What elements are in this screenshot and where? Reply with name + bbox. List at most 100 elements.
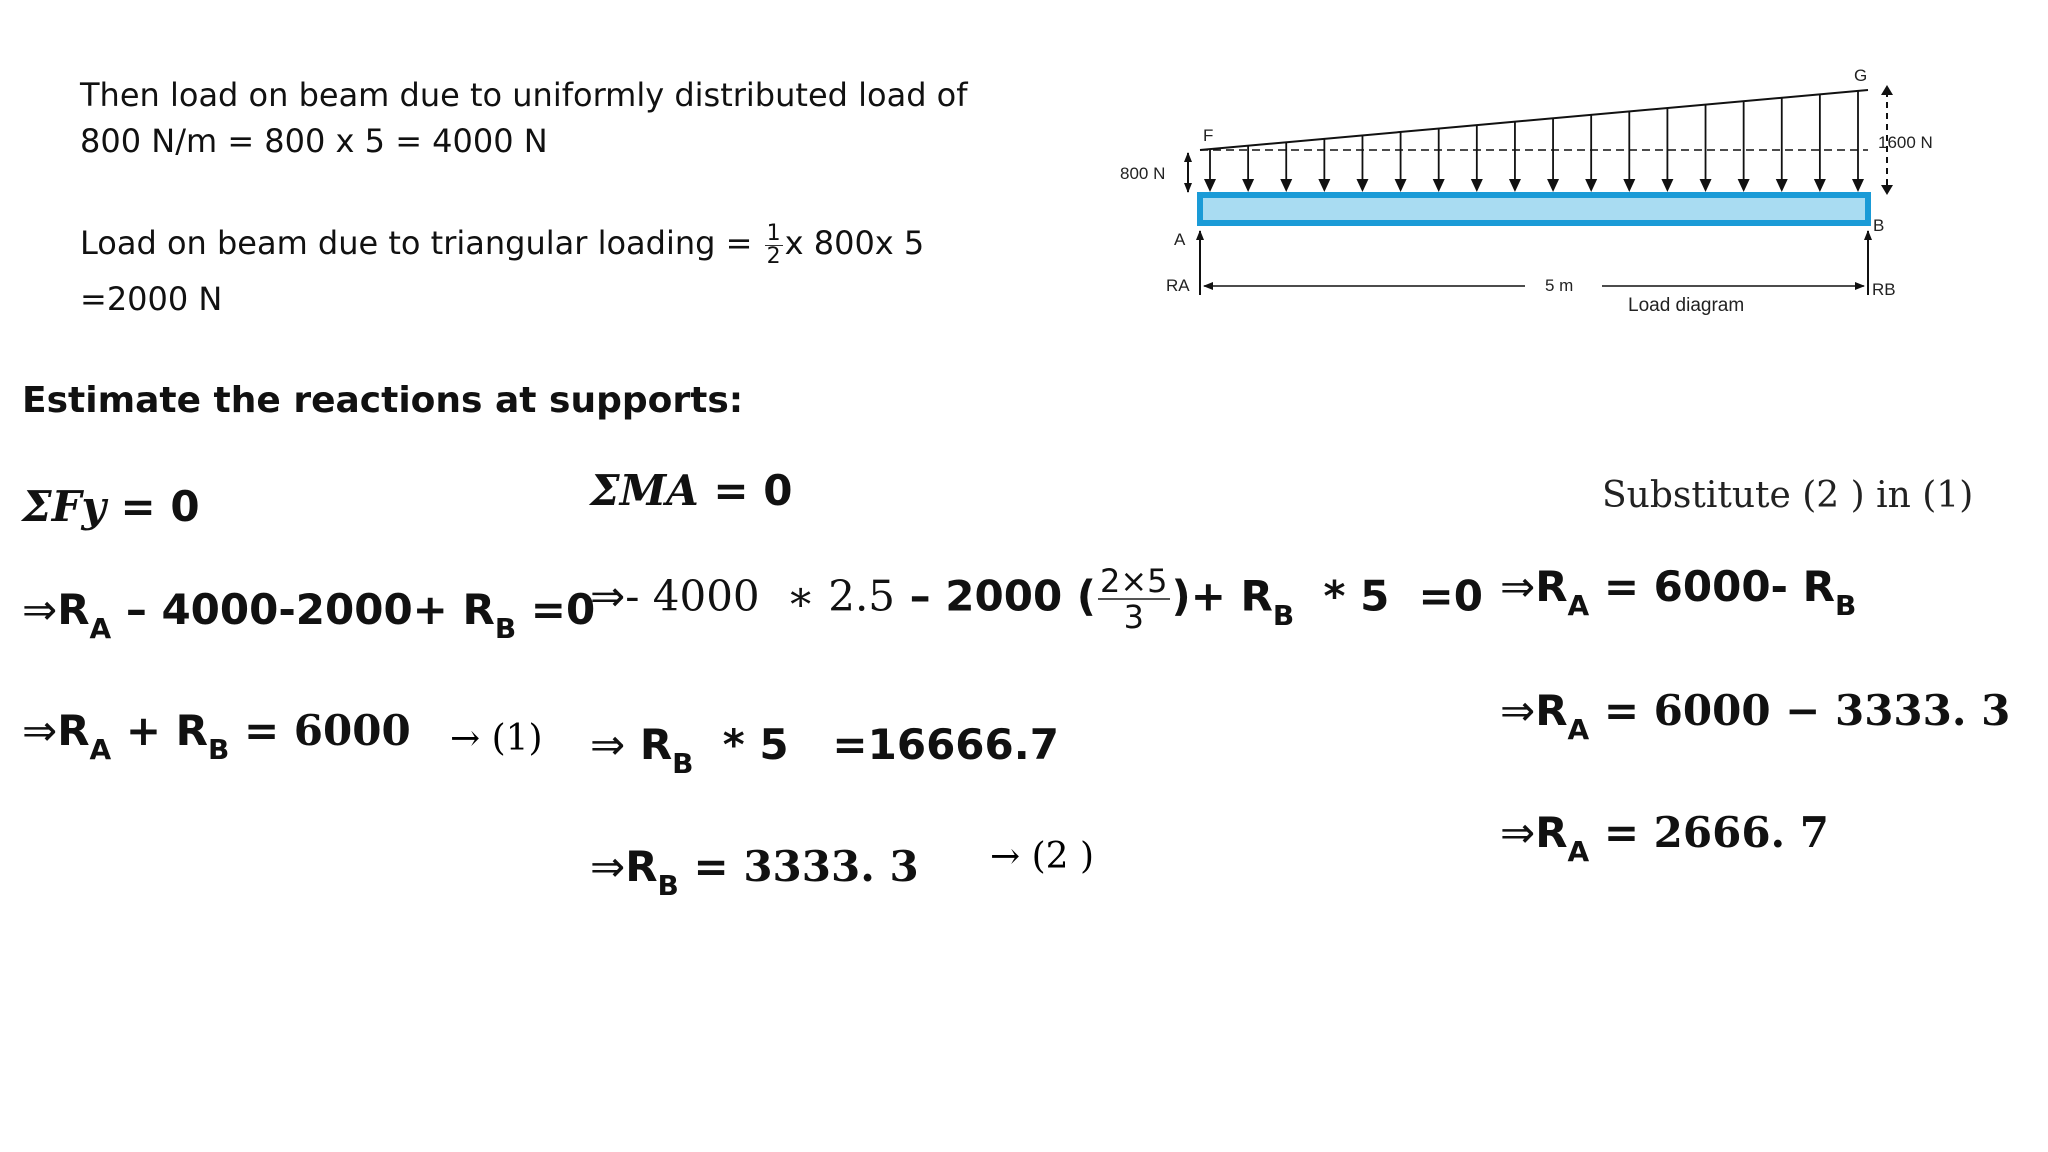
moment-term-udl: - 4000 ∗ 2.5 (625, 571, 896, 621)
equals-sign: = (1589, 562, 1654, 611)
ra-subscript: A (89, 612, 112, 645)
vertical-equation-1: ⇒RA – 4000-2000+ RB =0 (22, 585, 596, 645)
rb-symbol: R (1240, 571, 1273, 621)
triangular-load-prefix: Load on beam due to triangular loading = (80, 224, 753, 262)
fraction-numerator: 2×5 (1098, 562, 1170, 600)
sum-ma-symbol: ΣMA (590, 466, 699, 515)
load-arrow-head (1699, 179, 1712, 192)
implies-arrow: ⇒ (1500, 808, 1536, 857)
moment-eq2-tail: * 5 =16666.7 (693, 720, 1059, 769)
implies-arrow: ⇒ (590, 842, 626, 891)
rb-subscript: B (208, 733, 230, 766)
load-arrow-head (1394, 179, 1407, 192)
ra-equation-1: ⇒RA = 6000- RB (1500, 562, 1856, 622)
udl-text-line1: Then load on beam due to uniformly distr… (80, 76, 968, 114)
triangular-load-result: =2000 N (80, 280, 223, 318)
sum-fy-symbol: ΣFy (22, 482, 106, 531)
point-b-label: B (1873, 216, 1884, 235)
rb-subscript: B (494, 612, 517, 645)
right-load-label: 1600 N (1878, 133, 1933, 152)
load-arrow-head (1813, 179, 1826, 192)
moment-term-tri-end: )+ (1171, 571, 1241, 621)
triangular-load-text: Load on beam due to triangular loading =… (80, 220, 924, 268)
sum-ma-equals: = 0 (713, 466, 793, 515)
ra-subscript: A (1567, 713, 1590, 746)
rb-subscript: B (672, 747, 694, 780)
load-arrow-head (1242, 179, 1255, 192)
udl-text-line2: 800 N/m = 800 x 5 = 4000 N (80, 122, 548, 160)
vertical-eq1-tail: =0 (516, 585, 596, 634)
left-load-label: 800 N (1120, 164, 1165, 183)
vertical-equation-2: ⇒RA + RB = 6000 (22, 706, 411, 766)
moment-term-tri-start: – 2000 ( (895, 571, 1096, 621)
ra-symbol: R (57, 585, 90, 634)
ra-subscript: A (1567, 589, 1590, 622)
load-arrow-head (1661, 179, 1674, 192)
equation-ref-2: → (2 ) (990, 836, 1095, 877)
load-arrow-head (1585, 179, 1598, 192)
implies-arrow: ⇒ (22, 585, 58, 634)
rb-symbol: R (175, 706, 208, 755)
rb-subscript: B (1834, 589, 1857, 622)
rb-symbol: R (639, 720, 673, 769)
ra-subscript: A (89, 733, 112, 766)
plus-sign: + (111, 706, 176, 755)
half-fraction-num: 1 (764, 220, 783, 246)
ra-equation-2: ⇒RA = 6000 − 3333. 3 (1500, 686, 2011, 746)
load-arrow-head (1432, 179, 1445, 192)
moment-equation-2: ⇒ RB * 5 =16666.7 (590, 720, 1059, 780)
ra-value: 2666. 7 (1653, 808, 1830, 857)
right-load-arrow-top (1881, 85, 1893, 95)
load-arrows (1204, 90, 1864, 192)
rb-symbol: R (462, 585, 495, 634)
span-label: 5 m (1545, 276, 1573, 295)
moment-eq1-tail: * 5 =0 (1294, 571, 1483, 621)
rb-value: 3333. 3 (743, 842, 919, 891)
load-arrow-head (1775, 179, 1788, 192)
sum-ma-equation: ΣMA = 0 (590, 466, 792, 515)
vertical-eq1-middle: – 4000-2000+ (111, 585, 463, 634)
implies-arrow: ⇒ (590, 571, 626, 621)
reaction-a-label: RA (1166, 276, 1190, 295)
substitute-note: Substitute (2 ) in (1) (1602, 475, 1974, 516)
sum-value: 6000 (293, 706, 411, 755)
ra-symbol: R (1535, 562, 1568, 611)
right-load-arrow-bottom (1881, 185, 1893, 195)
equals-sign: = (678, 842, 744, 891)
equation-ref-1: → (1) (450, 718, 543, 759)
equals-sign: = (1589, 686, 1654, 735)
half-fraction-den: 2 (766, 243, 781, 269)
rb-symbol: R (625, 842, 658, 891)
beam (1197, 192, 1871, 226)
point-g-label: G (1854, 66, 1867, 85)
ra-symbol: R (57, 706, 90, 755)
ra-subscript: A (1567, 835, 1590, 868)
rb-subscript: B (657, 869, 679, 902)
load-arrow-head (1508, 179, 1521, 192)
load-arrow-head (1280, 179, 1293, 192)
implies-arrow: ⇒ (1500, 562, 1536, 611)
ra-symbol: R (1535, 808, 1568, 857)
equals-sign: = (229, 706, 294, 755)
ra-expression: 6000- R (1653, 562, 1835, 611)
load-arrow-head (1204, 179, 1216, 192)
implies-arrow: ⇒ (1500, 686, 1536, 735)
rb-subscript: B (1272, 598, 1295, 632)
load-arrow-head (1737, 179, 1750, 192)
load-top-line (1199, 89, 1869, 151)
equals-sign: = (1589, 808, 1654, 857)
load-arrow-head (1318, 179, 1331, 192)
triangular-load-suffix: x 800x 5 (784, 224, 925, 262)
implies-arrow: ⇒ (22, 706, 58, 755)
ra-equation-3: ⇒RA = 2666. 7 (1500, 808, 1830, 868)
section-heading: Estimate the reactions at supports: (22, 380, 744, 421)
point-f-label: F (1203, 126, 1213, 145)
ra-subtraction: 6000 − 3333. 3 (1653, 686, 2011, 735)
point-a-label: A (1174, 230, 1186, 249)
load-diagram-caption: Load diagram (1628, 295, 1744, 316)
sum-fy-equation: ΣFy = 0 (22, 482, 200, 531)
load-arrow-head (1852, 179, 1864, 192)
